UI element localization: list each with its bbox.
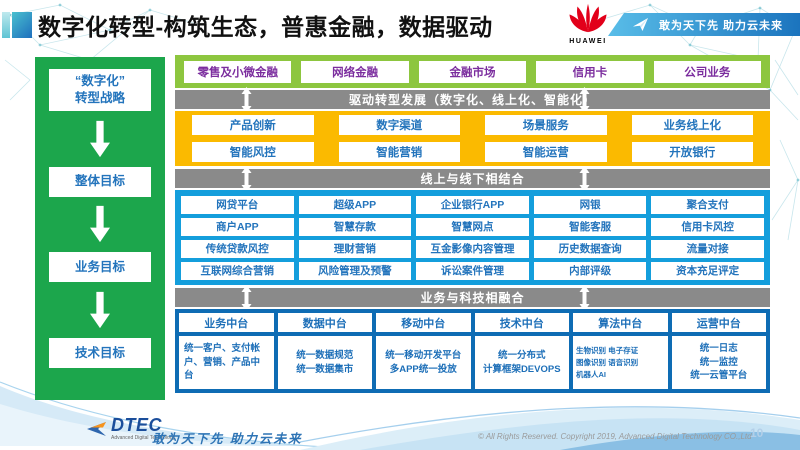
channel-box: 传统贷款风控 (181, 239, 294, 258)
platform-detail: 统一分布式 计算框架DEVOPS (474, 336, 569, 389)
channel-box: 企业银行APP (416, 195, 529, 214)
page-title: 数字化转型-构筑生态，普惠金融，数据驱动 (38, 14, 493, 40)
page-number: 10 (750, 426, 764, 440)
transformation-section: 产品创新 数字渠道 场景服务 业务线上化 智能风控 智能营销 智能运营 开放银行 (175, 111, 770, 166)
channel-box: 信用卡风控 (651, 217, 764, 236)
transformation-box: 智能营销 (338, 142, 460, 162)
channel-row: 商户APP 智慧存款 智慧网点 智能客服 信用卡风控 (181, 217, 764, 236)
channel-box: 诉讼案件管理 (416, 261, 529, 280)
transformation-row: 智能风控 智能营销 智能运营 开放银行 (192, 142, 753, 162)
platform-title: 技术中台 (474, 313, 569, 332)
transformation-box: 开放银行 (631, 142, 753, 162)
platform-title: 业务中台 (179, 313, 274, 332)
footer-slogan: 敢为天下先 助力云未来 (152, 432, 303, 446)
slogan-ribbon: 敢为天下先 助力云未来 (608, 13, 800, 36)
platform-detail: 统一数据规范 统一数据集市 (277, 336, 372, 389)
channel-box: 网银 (533, 195, 647, 214)
down-arrow-icon (90, 206, 110, 243)
platform-detail: 统一客户、支付帐户、营销、产品中台 (179, 336, 274, 389)
channel-row: 网贷平台 超级APP 企业银行APP 网银 聚合支付 (181, 195, 764, 214)
channel-box: 理财营销 (298, 239, 412, 258)
platform-title: 移动中台 (376, 313, 471, 332)
business-lines-row: 零售及小微金融 网络金融 金融市场 信用卡 公司业务 (175, 55, 770, 88)
platform-column-algorithm: 算法中台 生物识别 电子存证 图像识别 语音识别 机器人AI (573, 313, 668, 389)
connector-bar-label: 线上与线下相结合 (420, 172, 525, 186)
channel-row: 传统贷款风控 理财营销 互金影像内容管理 历史数据查询 流量对接 (181, 239, 764, 258)
dtec-arrow-icon (87, 422, 106, 436)
double-arrow-icon (579, 87, 590, 113)
channel-box: 智慧网点 (416, 217, 529, 236)
platform-column-tech: 技术中台 统一分布式 计算框架DEVOPS (474, 313, 569, 389)
strategy-sidebar: “数字化” 转型战略 整体目标 业务目标 技术目标 (35, 57, 165, 400)
paper-plane-icon (633, 18, 648, 31)
channel-box: 商户APP (181, 217, 294, 236)
double-arrow-icon (579, 166, 590, 192)
platform-column-data: 数据中台 统一数据规范 统一数据集市 (277, 313, 372, 389)
sidebar-item-overall-goal: 整体目标 (49, 166, 151, 197)
huawei-logo: HUAWEI (565, 3, 611, 45)
ribbon-slogan-text: 敢为天下先 助力云未来 (659, 19, 784, 32)
double-arrow-icon (241, 166, 252, 192)
copyright-text: © All Rights Reserved. Copyright 2019, A… (478, 432, 752, 441)
platform-section: 业务中台 统一客户、支付帐户、营销、产品中台 数据中台 统一数据规范 统一数据集… (175, 309, 770, 393)
channel-box: 互金影像内容管理 (416, 239, 529, 258)
transformation-box: 业务线上化 (631, 115, 753, 135)
business-line-box: 信用卡 (536, 60, 644, 83)
double-arrow-icon (579, 285, 590, 311)
double-arrow-icon (241, 87, 252, 113)
platform-column-business: 业务中台 统一客户、支付帐户、营销、产品中台 (179, 313, 274, 389)
channel-box: 内部评级 (533, 261, 647, 280)
platform-title: 算法中台 (573, 313, 668, 332)
connector-bar-online-offline: 线上与线下相结合 (175, 166, 770, 192)
platform-detail: 生物识别 电子存证 图像识别 语音识别 机器人AI (573, 336, 668, 389)
title-accent-bars (2, 12, 32, 38)
connector-bar-label: 业务与科技相融合 (420, 291, 525, 305)
channel-box: 智能客服 (533, 217, 647, 236)
business-line-box: 零售及小微金融 (184, 60, 292, 83)
business-line-box: 金融市场 (418, 60, 527, 83)
connector-bar-business-tech: 业务与科技相融合 (175, 285, 770, 311)
channel-box: 网贷平台 (181, 195, 294, 214)
channel-box: 资本充足评定 (651, 261, 764, 280)
connector-bar-label: 驱动转型发展（数字化、线上化、智能化） (348, 93, 596, 107)
channel-box: 智慧存款 (298, 217, 412, 236)
sidebar-item-tech-goal: 技术目标 (49, 337, 151, 368)
business-line-box: 网络金融 (301, 60, 409, 83)
transformation-box: 数字渠道 (338, 115, 460, 135)
channel-box: 互联网综合营销 (181, 261, 294, 280)
platform-title: 数据中台 (277, 313, 372, 332)
transformation-row: 产品创新 数字渠道 场景服务 业务线上化 (192, 115, 753, 135)
huawei-wordmark: HUAWEI (569, 38, 607, 45)
channel-box: 风险管理及预警 (298, 261, 412, 280)
down-arrow-icon (90, 120, 110, 158)
transformation-box: 场景服务 (485, 115, 607, 135)
sidebar-item-digital-strategy: “数字化” 转型战略 (49, 69, 151, 111)
channel-grid-section: 网贷平台 超级APP 企业银行APP 网银 聚合支付 商户APP 智慧存款 智慧… (175, 190, 770, 285)
channel-box: 流量对接 (651, 239, 764, 258)
down-arrow-icon (90, 291, 110, 329)
channel-box: 历史数据查询 (533, 239, 647, 258)
platform-column-mobile: 移动中台 统一移动开发平台 多APP统一投放 (376, 313, 471, 389)
double-arrow-icon (241, 285, 252, 311)
channel-row: 互联网综合营销 风险管理及预警 诉讼案件管理 内部评级 资本充足评定 (181, 261, 764, 280)
platform-column-operation: 运营中台 统一日志 统一监控 统一云管平台 (671, 313, 766, 389)
platform-detail: 统一日志 统一监控 统一云管平台 (671, 336, 766, 389)
transformation-box: 智能运营 (485, 142, 607, 162)
huawei-flower-icon (569, 3, 607, 33)
platform-title: 运营中台 (671, 313, 766, 332)
channel-box: 聚合支付 (651, 195, 764, 214)
transformation-box: 产品创新 (192, 115, 314, 135)
channel-box: 超级APP (298, 195, 412, 214)
platform-detail: 统一移动开发平台 多APP统一投放 (376, 336, 471, 389)
transformation-box: 智能风控 (192, 142, 314, 162)
business-line-box: 公司业务 (653, 60, 762, 83)
connector-bar-drive-transform: 驱动转型发展（数字化、线上化、智能化） (175, 87, 770, 113)
sidebar-item-business-goal: 业务目标 (49, 252, 151, 283)
